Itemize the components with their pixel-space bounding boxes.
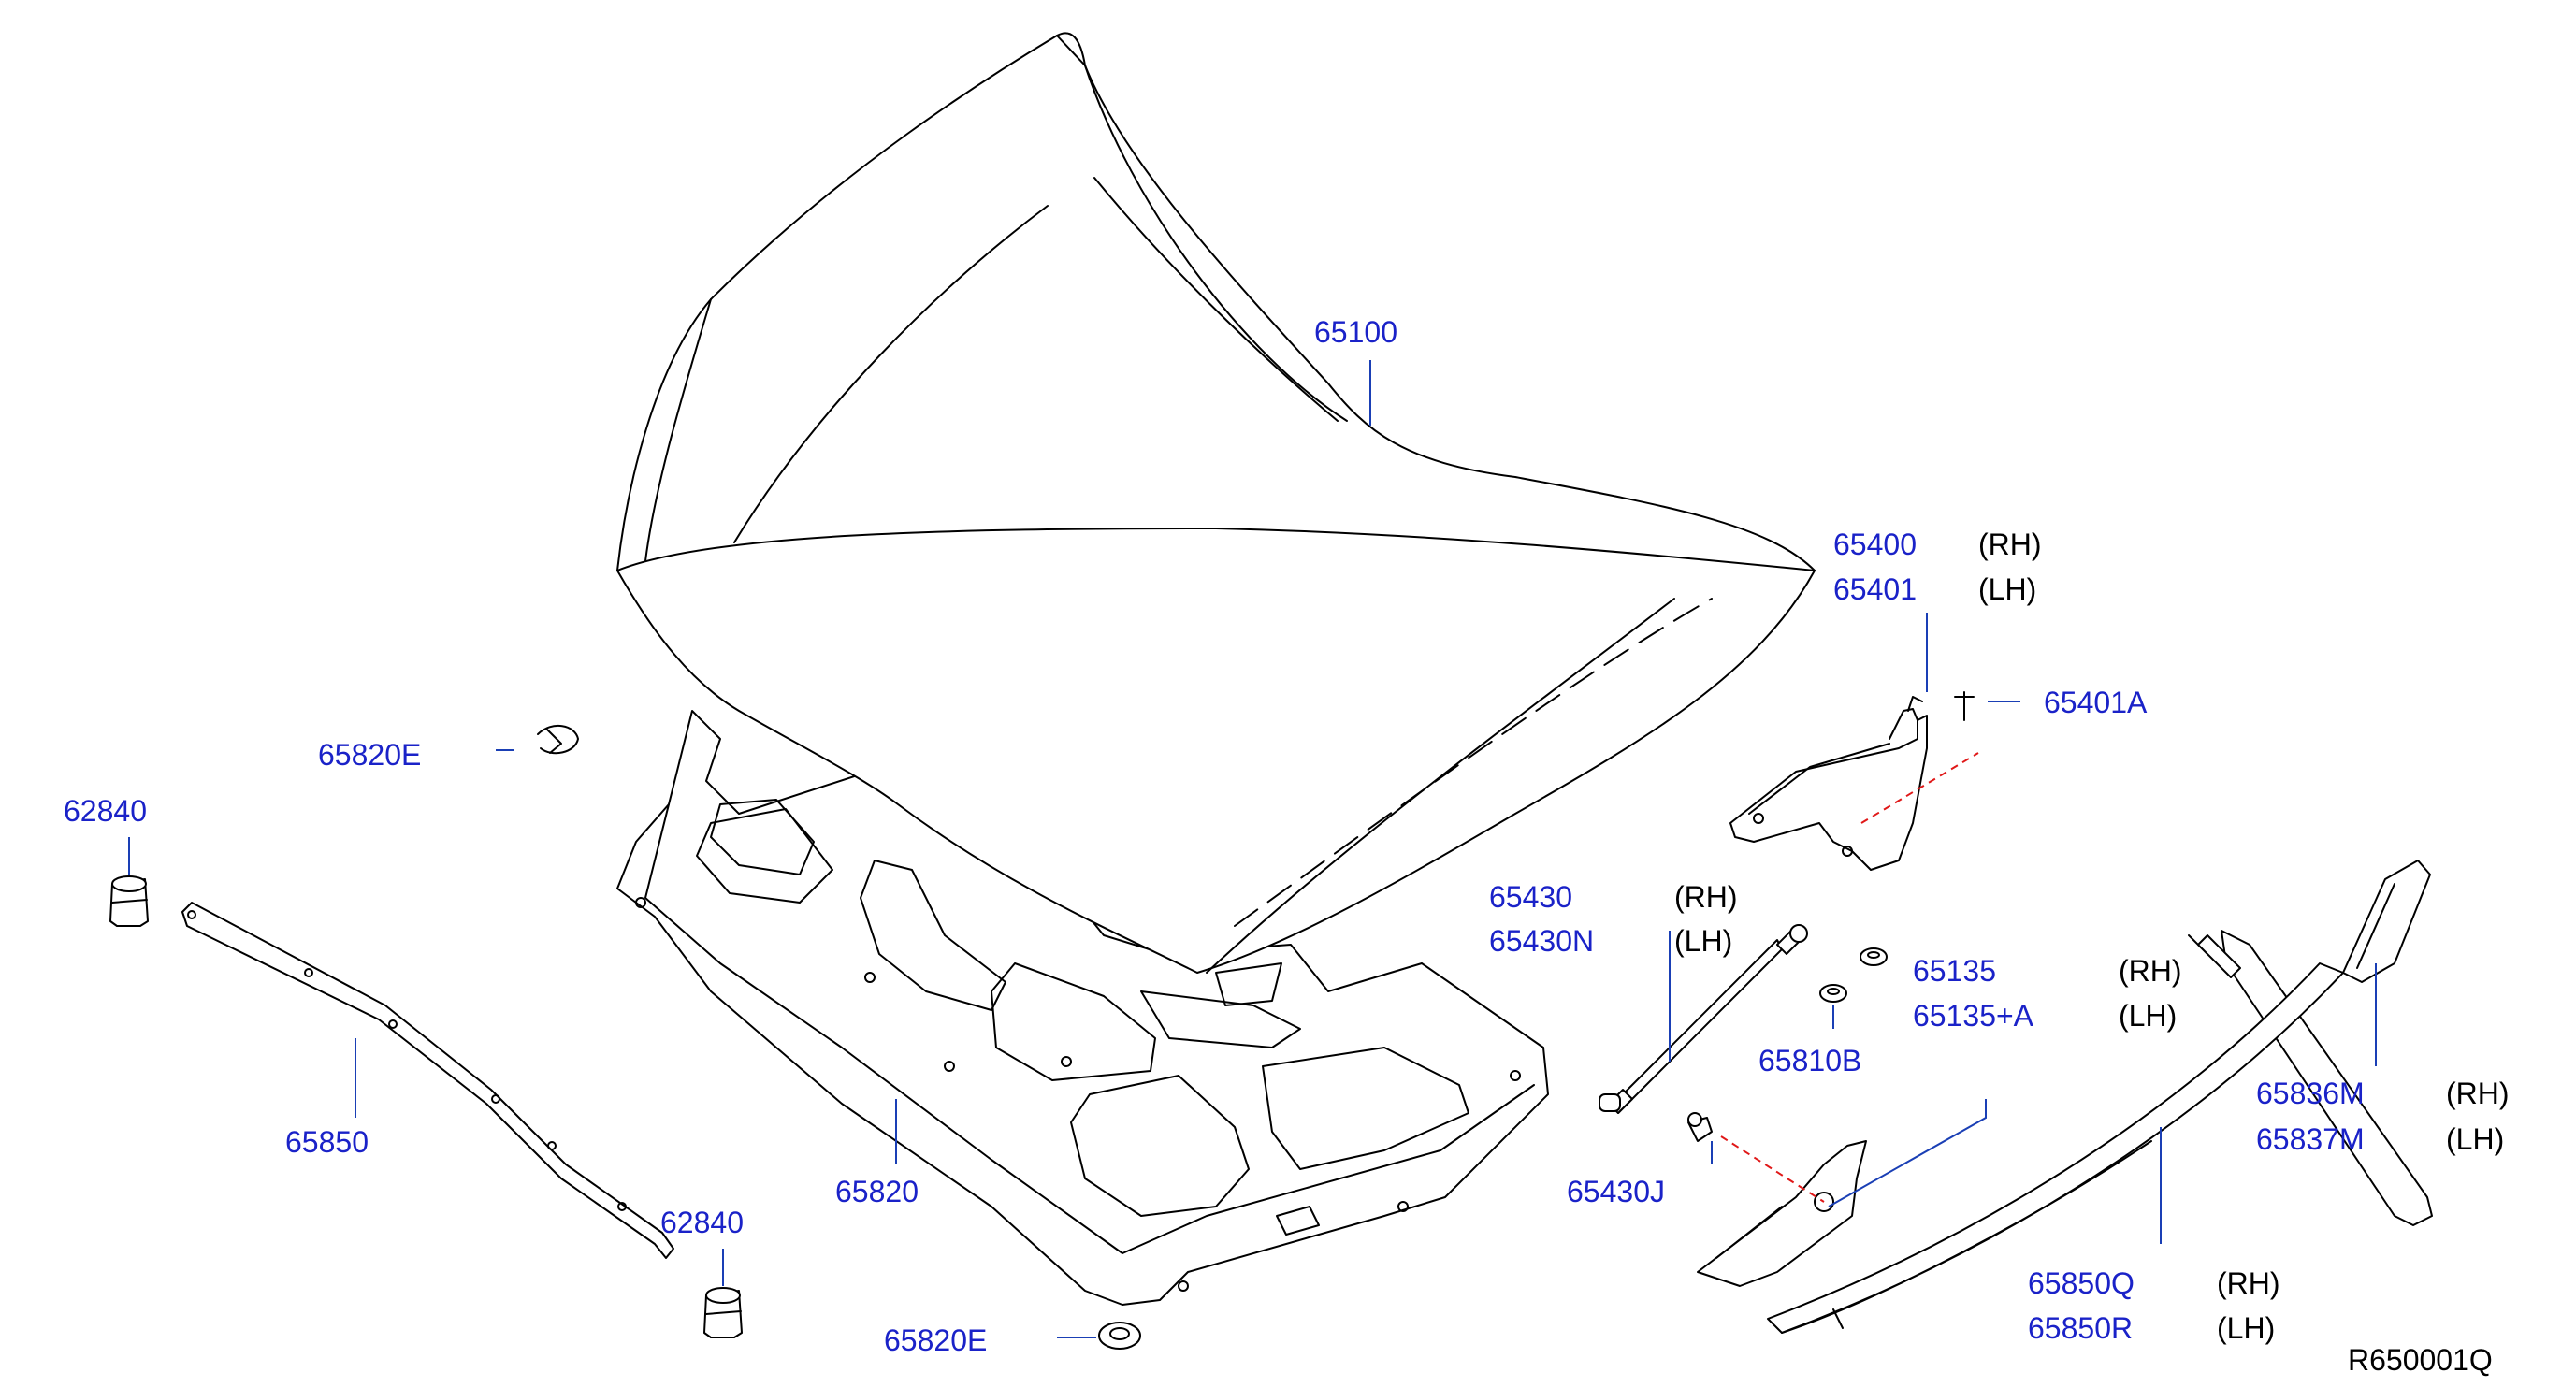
- callout-65837M-side: (LH): [2446, 1122, 2504, 1156]
- callout-65836M: 65836M: [2256, 1077, 2365, 1110]
- clip-65820E-top: [537, 725, 579, 755]
- callout-65100: 65100: [1314, 315, 1397, 349]
- callout-65820E-top: 65820E: [318, 738, 421, 772]
- grommet-65810B: [1819, 984, 1847, 1003]
- hood-hinge-65400: [1729, 696, 1928, 871]
- callout-62840-bottom: 62840: [660, 1206, 744, 1239]
- callout-65820: 65820: [835, 1175, 919, 1208]
- callout-65850R-side: (LH): [2217, 1311, 2275, 1345]
- callout-65850Q-side: (RH): [2217, 1266, 2280, 1300]
- callout-65850Q: 65850Q: [2028, 1266, 2135, 1300]
- callout-62840-top: 62840: [64, 794, 147, 828]
- callout-65135A-side: (LH): [2119, 999, 2177, 1033]
- grommet-65135: [1860, 947, 1888, 966]
- hood-stay-65430: [1599, 924, 2433, 1226]
- callout-65430N: 65430N: [1489, 924, 1594, 958]
- hood-panel-65100: [616, 32, 1816, 974]
- stay-bracket-65430J: [1687, 1112, 1867, 1287]
- callout-65135A: 65135+A: [1913, 999, 2034, 1033]
- diagram-reference: R650001Q: [2348, 1343, 2493, 1377]
- callout-65850R: 65850R: [2028, 1311, 2133, 1345]
- hinge-bolt-65401A: [1954, 691, 1975, 721]
- callout-65401: 65401: [1833, 572, 1917, 606]
- callout-65400-side: (RH): [1978, 528, 2042, 561]
- callout-65820E-bottom: 65820E: [884, 1323, 987, 1357]
- callout-65850: 65850: [285, 1125, 369, 1159]
- callout-65401-side: (LH): [1978, 572, 2036, 606]
- callout-65837M: 65837M: [2256, 1122, 2365, 1156]
- bumper-62840-top: [109, 875, 149, 927]
- callout-65836M-side: (RH): [2446, 1077, 2510, 1110]
- callout-65430: 65430: [1489, 880, 1572, 914]
- bumper-62840-bottom: [703, 1287, 743, 1338]
- molding-end-65836M: [2342, 860, 2431, 983]
- hood-seal-65850: [181, 902, 674, 1259]
- callout-65135-side: (RH): [2119, 954, 2182, 988]
- dashed-assembly-lines: [1720, 752, 1979, 1203]
- callout-65135: 65135: [1913, 954, 1996, 988]
- clip-65820E-bottom: [1098, 1322, 1141, 1350]
- callout-65810B: 65810B: [1758, 1044, 1861, 1077]
- callout-65430-side: (RH): [1674, 880, 1738, 914]
- callout-65430J: 65430J: [1567, 1175, 1665, 1208]
- callout-65400: 65400: [1833, 528, 1917, 561]
- callout-65401A: 65401A: [2044, 686, 2148, 719]
- callout-65430N-side: (LH): [1674, 924, 1732, 958]
- leader-lines: [128, 360, 2377, 1338]
